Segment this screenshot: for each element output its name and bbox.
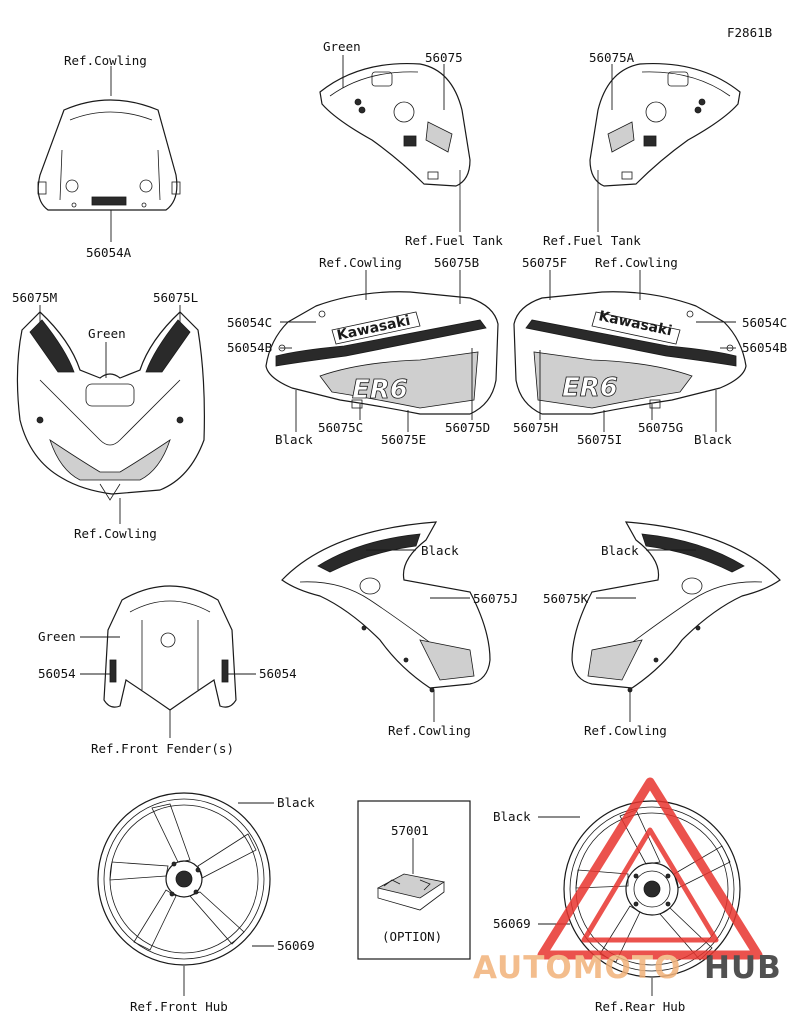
watermark-logo [537, 777, 763, 960]
front-wheel-drawing [97, 792, 271, 966]
upper-cowl-color: Green [88, 326, 126, 341]
side-cowl-left-56075B: 56075B [434, 255, 479, 270]
side-cowl-left-56054C: 56054C [227, 315, 272, 330]
fuel-tank-right-ref: Ref.Fuel Tank [543, 233, 641, 248]
front-wheel-black: Black [277, 795, 315, 810]
side-cowl-left-black: Black [275, 432, 313, 447]
front-fender-left-part-number: 56054 [38, 666, 76, 681]
windshield-drawing [37, 99, 181, 211]
front-fender-color: Green [38, 629, 76, 644]
side-cowl-right-56075I: 56075I [577, 432, 622, 447]
side-cowl-left-56075E: 56075E [381, 432, 426, 447]
upper-cowl-drawing [16, 311, 205, 501]
fuel-tank-right-part-number: 56075A [589, 50, 635, 65]
fuel-tank-right-drawing [589, 62, 741, 200]
option-kit-box [357, 800, 471, 960]
fuel-tank-left-drawing [319, 62, 471, 200]
side-cowl-right-black: Black [694, 432, 732, 447]
side-cowl-right-56054B: 56054B [742, 340, 787, 355]
side-cowl-right-56075G: 56075G [638, 420, 683, 435]
decal-er6-left: ER6 [352, 375, 408, 405]
windshield-part-number: 56054A [86, 245, 132, 260]
front-fender-ref: Ref.Front Fender(s) [91, 741, 234, 756]
lower-cowl-left-part-number: 56075J [473, 591, 518, 606]
front-fender-right-part-number: 56054 [259, 666, 297, 681]
side-cowl-left-56054B: 56054B [227, 340, 272, 355]
option-kit-part-number: 57001 [391, 823, 429, 838]
decal-er6-right: ER6 [562, 373, 618, 403]
rear-wheel-part-number: 56069 [493, 916, 531, 931]
side-cowl-right-56054C: 56054C [742, 315, 787, 330]
front-wheel-ref: Ref.Front Hub [130, 999, 228, 1014]
side-cowl-right-ref: Ref.Cowling [595, 255, 678, 270]
side-cowl-left-56075D: 56075D [445, 420, 490, 435]
fuel-tank-left-ref: Ref.Fuel Tank [405, 233, 503, 248]
lower-cowl-right-ref: Ref.Cowling [584, 723, 667, 738]
lower-cowl-left-black: Black [421, 543, 459, 558]
fuel-tank-left-color: Green [323, 39, 361, 54]
side-cowl-left-drawing: Kawasaki ER6 [265, 291, 499, 415]
watermark: AUTOMOTO HUB [473, 777, 782, 986]
lower-cowl-left-drawing [281, 521, 491, 693]
option-kit-note: (OPTION) [382, 929, 442, 944]
upper-cowl-right-part-number: 56075L [153, 290, 198, 305]
front-wheel-part-number: 56069 [277, 938, 315, 953]
watermark-text-hub: HUB [704, 950, 782, 986]
watermark-text-automoto: AUTOMOTO [473, 950, 681, 986]
lower-cowl-left-ref: Ref.Cowling [388, 723, 471, 738]
upper-cowl-left-part-number: 56075M [12, 290, 57, 305]
windshield-ref-label: Ref.Cowling [64, 53, 147, 68]
side-cowl-left-56075C: 56075C [318, 420, 363, 435]
side-cowl-right-56075F: 56075F [522, 255, 567, 270]
diagram-number: F2861B [727, 25, 772, 40]
rear-wheel-drawing [563, 800, 741, 978]
rear-wheel-black: Black [493, 809, 531, 824]
lower-cowl-right-part-number: 56075K [543, 591, 589, 606]
rear-wheel-ref: Ref.Rear Hub [595, 999, 685, 1014]
front-fender-drawing [103, 585, 237, 711]
lower-cowl-right-drawing [571, 521, 781, 693]
lower-cowl-right-black: Black [601, 543, 639, 558]
upper-cowl-ref: Ref.Cowling [74, 526, 157, 541]
side-cowl-right-drawing: Kawasaki ER6 [513, 291, 747, 415]
fuel-tank-left-part-number: 56075 [425, 50, 463, 65]
side-cowl-left-ref: Ref.Cowling [319, 255, 402, 270]
side-cowl-right-56075H: 56075H [513, 420, 558, 435]
